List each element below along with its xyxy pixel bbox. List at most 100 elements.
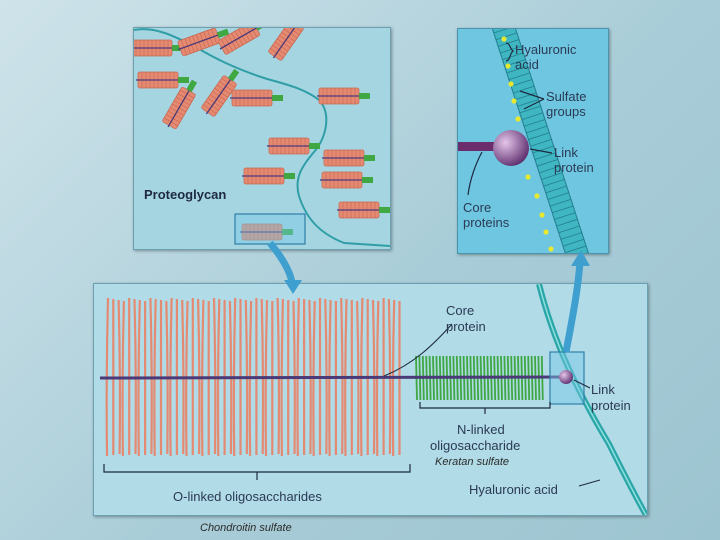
sulfate-groups-label-1: Sulfate	[546, 89, 587, 104]
hyaluronic-segment	[528, 132, 550, 140]
sulfate-dot	[534, 193, 540, 199]
hyaluronic-strand	[489, 29, 590, 253]
hyaluronic-segment	[502, 52, 524, 61]
hyaluronic-segment	[510, 79, 533, 87]
core-protein-label-2: protein	[446, 319, 486, 334]
core-protein-pointer	[383, 323, 453, 377]
core-proteins-label-1: Core	[463, 200, 492, 215]
hyaluronic-segment	[498, 39, 520, 47]
proteoglycan-subunit	[242, 167, 295, 185]
link-protein-pointer	[529, 148, 553, 154]
chondroitin-strand	[288, 28, 302, 32]
hyaluronic-segment	[500, 45, 522, 54]
structure-illustration	[99, 284, 647, 515]
core-proteins-pointer	[467, 151, 483, 196]
keratan-brace	[419, 402, 551, 414]
hyaluronic-segment	[558, 225, 580, 234]
sulfate-dot	[505, 63, 511, 69]
proteoglycan-subunit	[267, 137, 320, 155]
proteoglycan-subunit	[162, 79, 198, 129]
keratan-bundle	[364, 155, 375, 161]
proteoglycan-subunit	[230, 89, 283, 107]
hyaluronic-segment	[541, 172, 563, 180]
hyaluronic-segment	[530, 139, 552, 147]
core-protein-label-1: Core	[446, 303, 475, 318]
hyaluronic-segment	[556, 218, 578, 227]
keratan-sulfate-label: Keratan sulfate	[435, 456, 509, 468]
proteoglycan-subunit	[177, 28, 230, 57]
sulfate-dot	[501, 36, 507, 42]
hyaluronic-segment	[513, 85, 535, 94]
detail-panel: Hyaluronic acid Sulfate groups Link prot…	[457, 28, 609, 254]
hyaluronic-segment	[539, 165, 561, 174]
keratan-bundle	[178, 77, 189, 83]
proteoglycan-panel: Proteoglycan	[133, 27, 391, 250]
detail-illustration	[458, 29, 590, 253]
structure-panel: Core protein N-linked oligosaccharide Ke…	[93, 283, 648, 516]
sulfate-pointer	[519, 90, 545, 110]
chondroitin-chain	[149, 297, 153, 455]
hyaluronic-acid-label-top-2: acid	[515, 57, 539, 72]
hyaluronic-segment	[526, 125, 548, 134]
hyaluronic-segment	[534, 152, 556, 160]
hyaluronic-segment	[515, 92, 537, 100]
proteoglycan-subunit	[268, 28, 304, 61]
keratan-bundle	[284, 173, 295, 179]
sulfate-dot	[515, 116, 521, 122]
keratan-bundle	[272, 95, 283, 101]
chondroitin-sulfate-label: Chondroitin sulfate	[200, 522, 292, 534]
core-protein-bar	[458, 142, 498, 151]
hyaluronic-segment	[536, 159, 559, 167]
link-protein-label-top-2: protein	[554, 160, 594, 175]
n-linked-label-1: N-linked	[457, 422, 505, 437]
sulfate-dot	[543, 229, 549, 235]
sulfate-dot	[548, 246, 554, 252]
keratan-bundle	[172, 45, 183, 51]
sulfate-dot	[539, 212, 545, 218]
hyaluronic-segment	[552, 205, 574, 214]
chondroitin-chain	[276, 297, 281, 455]
core-protein-line	[219, 28, 266, 50]
hyaluronic-segment	[493, 29, 515, 34]
link-protein-pointer	[573, 379, 591, 389]
n-linked-label-2: oligosaccharide	[430, 438, 521, 453]
keratan-bundle	[379, 207, 390, 213]
hyaluronic-segment	[523, 119, 546, 127]
hyaluronic-segment	[560, 232, 582, 240]
sulfate-groups-label-2: groups	[546, 104, 586, 119]
proteoglycan-subunit	[201, 68, 240, 117]
keratan-bundle	[309, 143, 320, 149]
sulfate-dot	[511, 98, 517, 104]
core-protein-line	[99, 375, 565, 380]
proteoglycan-subunit	[134, 39, 183, 57]
core-protein-line	[272, 28, 304, 59]
hyaluronic-segment	[565, 245, 587, 253]
link-protein-label-top-1: Link	[554, 145, 578, 160]
link-protein-sphere	[559, 370, 573, 384]
proteoglycan-subunit	[136, 71, 189, 89]
sulfate-dot	[508, 81, 514, 87]
hyaluronic-segment	[495, 32, 518, 41]
chondroitin-bundle	[268, 28, 304, 61]
chondroitin-chain	[212, 297, 217, 455]
hyaluronic-segment	[519, 105, 541, 114]
proteoglycan-label: Proteoglycan	[144, 187, 227, 202]
link-protein-label-bottom-1: Link	[591, 382, 615, 397]
hyaluronic-segment	[547, 192, 569, 200]
proteoglycan-illustration	[134, 28, 390, 247]
sulfate-dot	[525, 174, 531, 180]
hyaluronic-strand-highlight	[538, 284, 647, 515]
hyaluronic-acid-label-top-1: Hyaluronic	[515, 42, 577, 57]
keratan-bundle	[228, 68, 240, 82]
hyaluronic-segment	[543, 178, 565, 187]
hyaluronic-segment	[517, 99, 539, 107]
hyaluronic-segment	[532, 145, 554, 154]
hyaluronic-segment	[508, 72, 530, 81]
hyaluronic-brace	[505, 42, 515, 62]
keratan-bundle	[362, 177, 373, 183]
keratan-bundle	[216, 28, 230, 38]
chondroitin-brace	[103, 464, 411, 480]
keratan-bundle	[186, 79, 198, 93]
proteoglycan-subunit	[218, 28, 268, 55]
o-linked-label: O-linked oligosaccharides	[173, 489, 322, 504]
